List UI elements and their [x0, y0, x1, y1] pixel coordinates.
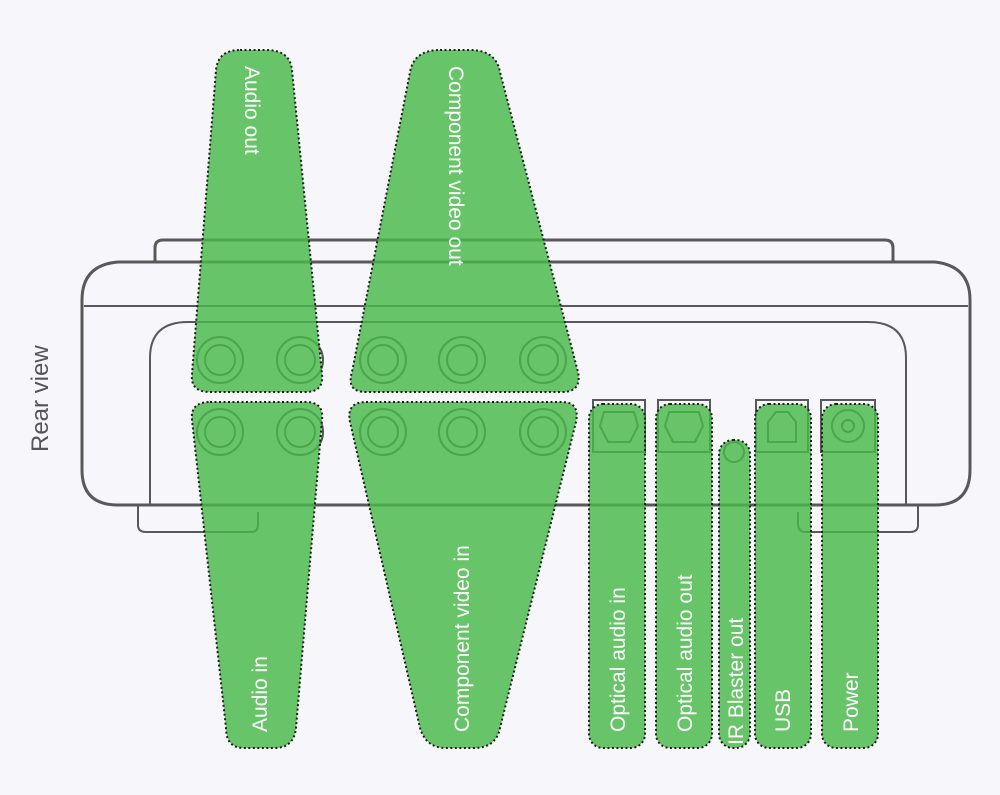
callout-audio-out: Audio out [190, 49, 324, 393]
callout-optical-audio-in: Optical audio in [588, 403, 646, 749]
label-component-video-in: Component video in [451, 545, 474, 732]
label-optical-audio-out: Optical audio out [674, 574, 697, 732]
callout-component-video-in: Component video in [348, 401, 578, 749]
callout-ir-blaster-out: IR Blaster out [718, 439, 751, 749]
callout-audio-in: Audio in [190, 401, 324, 749]
label-component-video-out: Component video out [444, 66, 467, 266]
label-ir-blaster-out: IR Blaster out [725, 618, 748, 745]
callout-optical-audio-out: Optical audio out [655, 403, 713, 749]
callout-component-video-out: Component video out [349, 49, 580, 393]
label-optical-audio-in: Optical audio in [607, 587, 630, 732]
label-audio-in: Audio in [249, 656, 272, 732]
label-usb: USB [772, 689, 795, 732]
callout-usb: USB [754, 403, 812, 749]
label-power: Power [840, 672, 863, 732]
callout-power: Power [821, 403, 879, 749]
rear-view-label: Rear view [27, 345, 54, 452]
label-audio-out: Audio out [240, 66, 263, 155]
